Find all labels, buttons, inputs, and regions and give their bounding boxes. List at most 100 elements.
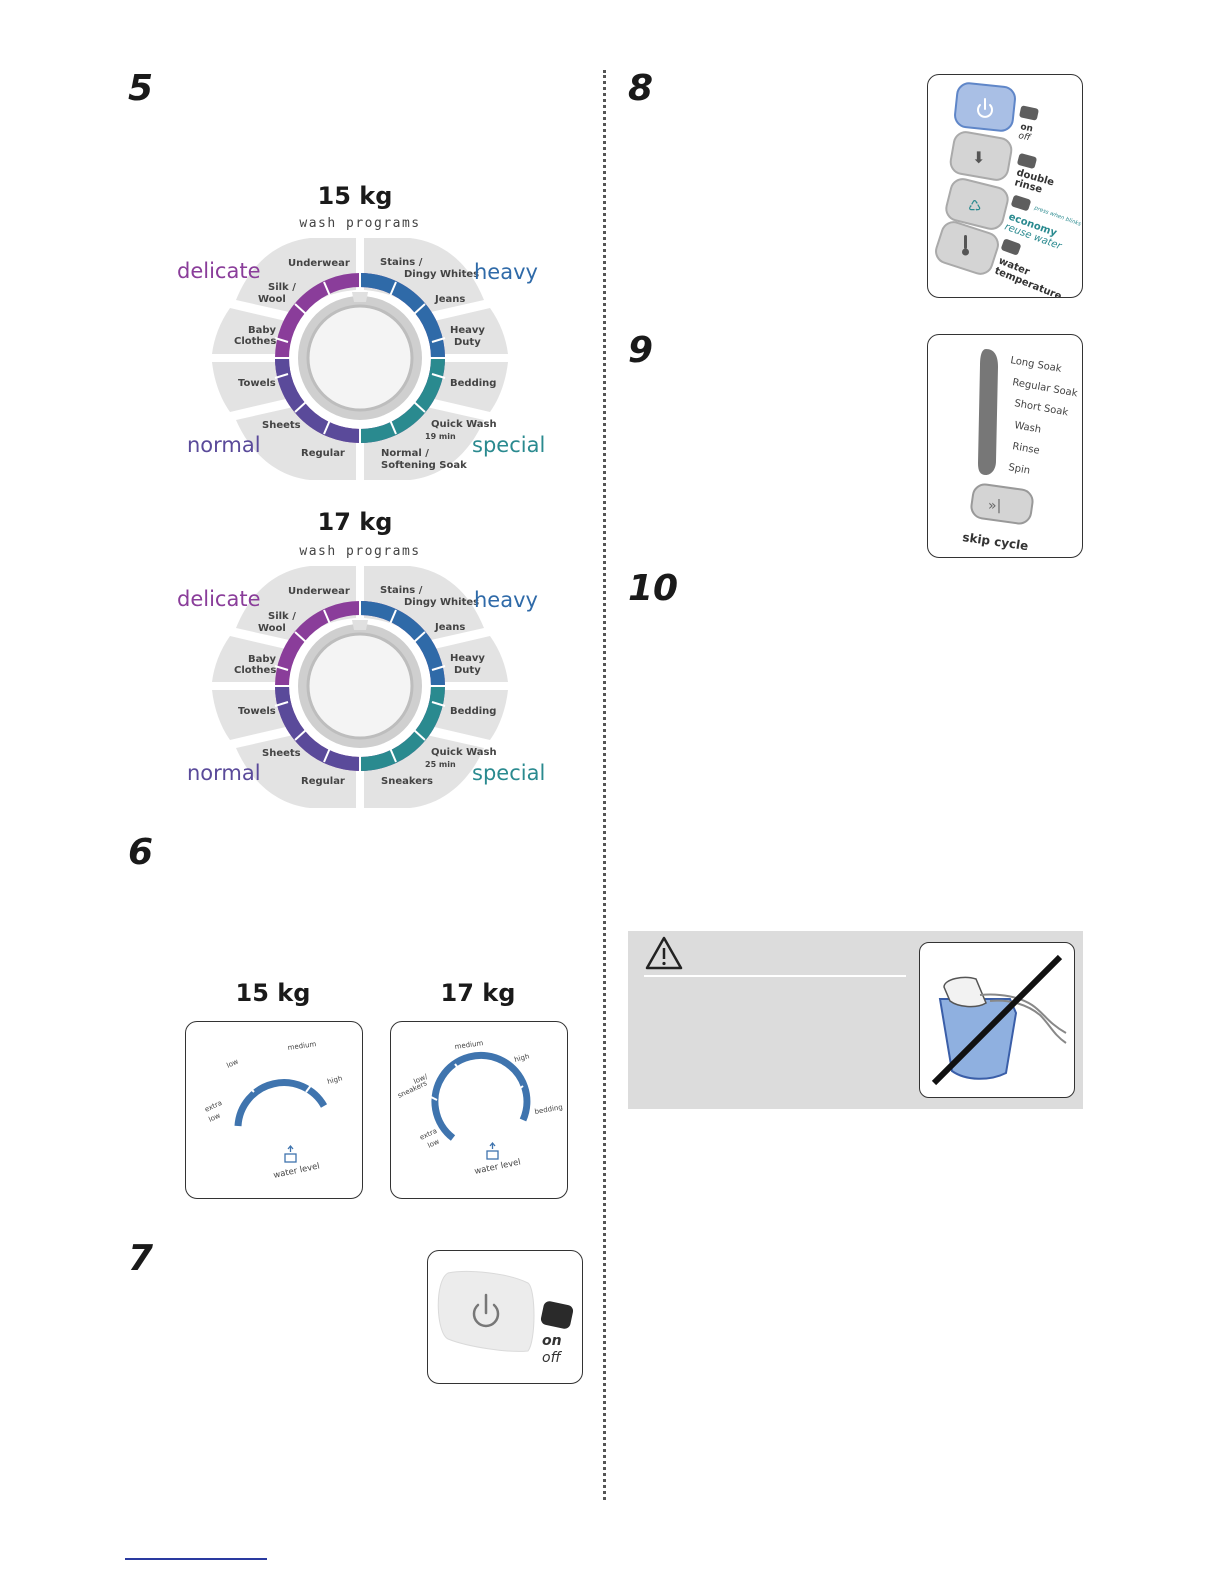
program-baby: Baby xyxy=(248,325,277,336)
program-regular: Regular xyxy=(301,448,345,459)
economy-light xyxy=(1011,195,1031,211)
options-panel: on off ⬇ double rinse ♺ press when blink… xyxy=(927,74,1083,298)
stage-label: Long Soak xyxy=(1009,355,1062,375)
program-sneakers: Sneakers xyxy=(381,776,433,787)
cycle-panel: Long Soak Regular Soak Short Soak Wash R… xyxy=(927,334,1083,558)
program-bedding: Bedding xyxy=(450,378,496,389)
economy-icon: ♺ xyxy=(968,197,981,215)
level-extra-low: low xyxy=(207,1111,221,1123)
program-quick-time: 25 min xyxy=(425,760,456,769)
wash-programs-title-15kg: 15 kg xyxy=(317,182,393,210)
double-rinse-button[interactable] xyxy=(949,130,1013,181)
footnote-rule xyxy=(125,1558,267,1560)
warning-rule xyxy=(644,975,906,977)
step-number-8: 8 xyxy=(628,68,654,109)
program-heavy: Heavy xyxy=(450,653,485,664)
stage-label: Short Soak xyxy=(1013,398,1069,418)
program-stains: Stains / xyxy=(380,585,423,596)
skip-cycle-button[interactable] xyxy=(970,483,1034,525)
wash-programs-title-17kg: 17 kg xyxy=(317,508,393,536)
power-off-label: off xyxy=(542,1350,563,1366)
off-label: off xyxy=(1017,131,1032,144)
wash-program-dial-15kg[interactable]: Underwear Silk / Wool Baby Clothes Towel… xyxy=(170,230,550,485)
program-quick-time: 19 min xyxy=(425,432,456,441)
group-delicate: delicate xyxy=(177,259,261,283)
water-temperature-button[interactable] xyxy=(933,219,1001,277)
prohibited-slash-icon xyxy=(931,954,1063,1086)
program-wool: Wool xyxy=(258,294,286,305)
skip-icon: »| xyxy=(988,498,1001,514)
group-heavy: heavy xyxy=(474,260,538,284)
program-towels: Towels xyxy=(238,706,276,717)
power-icon xyxy=(472,1293,500,1328)
water-level-title-15kg: 15 kg xyxy=(235,979,311,1007)
level-extra: extra xyxy=(203,1099,223,1114)
cycle-stage-list: Long Soak Regular Soak Short Soak Wash R… xyxy=(1007,355,1078,477)
program-towels: Towels xyxy=(238,378,276,389)
stage-label: Spin xyxy=(1007,462,1030,477)
step-number-7: 7 xyxy=(128,1238,154,1279)
program-sheets: Sheets xyxy=(262,420,301,431)
stage-label: Regular Soak xyxy=(1011,377,1078,399)
water-level-panel-17kg[interactable]: extra low low/ sneakers medium high bedd… xyxy=(390,1021,568,1199)
wash-program-dial-17kg[interactable]: Underwear Silk / Wool Baby Clothes Towel… xyxy=(170,558,550,813)
group-delicate: delicate xyxy=(177,587,261,611)
program-softening-soak: Softening Soak xyxy=(381,460,467,471)
step-number-10: 10 xyxy=(628,568,679,609)
warning-triangle-icon xyxy=(645,936,683,970)
skip-cycle-label: skip cycle xyxy=(962,530,1030,553)
level-high: high xyxy=(513,1052,530,1064)
program-baby: Baby xyxy=(248,654,277,665)
group-special: special xyxy=(472,433,545,457)
program-quick-wash: Quick Wash xyxy=(431,747,497,758)
power-icon xyxy=(977,98,993,118)
stage-label: Rinse xyxy=(1011,441,1040,457)
group-normal: normal xyxy=(187,761,261,785)
program-clothes: Clothes xyxy=(234,336,276,347)
program-bedding: Bedding xyxy=(450,706,496,717)
stage-label: Wash xyxy=(1013,420,1041,436)
step-number-5: 5 xyxy=(128,68,154,109)
group-normal: normal xyxy=(187,433,261,457)
power-indicator-light xyxy=(540,1301,574,1329)
program-stains: Stains / xyxy=(380,257,423,268)
program-duty: Duty xyxy=(454,337,481,348)
level-medium: medium xyxy=(287,1040,317,1052)
water-level-icon xyxy=(486,1141,499,1160)
water-level-caption: water level xyxy=(474,1157,522,1177)
economy-button[interactable] xyxy=(944,177,1010,232)
wash-programs-subtitle-15kg: wash programs xyxy=(299,216,421,231)
program-quick-wash: Quick Wash xyxy=(431,419,497,430)
level-medium: medium xyxy=(454,1039,484,1051)
level-bedding: bedding xyxy=(534,1103,563,1116)
on-off-light xyxy=(1019,105,1039,121)
step-number-9: 9 xyxy=(628,330,654,371)
program-sheets: Sheets xyxy=(262,748,301,759)
water-level-icon xyxy=(284,1144,297,1163)
program-normal: Normal / xyxy=(381,448,429,459)
thermometer-icon xyxy=(962,235,969,256)
program-jeans: Jeans xyxy=(434,294,465,305)
column-divider xyxy=(603,70,606,1500)
program-heavy: Heavy xyxy=(450,325,485,336)
level-low: low xyxy=(225,1057,239,1069)
group-special: special xyxy=(472,761,545,785)
wash-programs-subtitle-17kg: wash programs xyxy=(299,544,421,559)
program-regular: Regular xyxy=(301,776,345,787)
power-panel: on off xyxy=(427,1250,583,1384)
program-clothes: Clothes xyxy=(234,665,276,676)
water-level-caption: water level xyxy=(273,1161,321,1181)
program-underwear: Underwear xyxy=(288,586,350,597)
water-level-title-17kg: 17 kg xyxy=(440,979,516,1007)
program-silk: Silk / xyxy=(268,611,296,622)
warning-box xyxy=(628,931,1083,1109)
level-extra-low: low xyxy=(426,1137,440,1149)
program-silk: Silk / xyxy=(268,282,296,293)
no-dispenser-illustration xyxy=(919,942,1075,1098)
program-dingy-whites: Dingy Whites xyxy=(404,597,479,608)
program-wool: Wool xyxy=(258,623,286,634)
program-dingy-whites: Dingy Whites xyxy=(404,269,479,280)
on-label: on xyxy=(1019,122,1033,134)
level-sneakers: sneakers xyxy=(396,1079,428,1100)
water-level-panel-15kg[interactable]: extra low low medium high water level xyxy=(185,1021,363,1199)
